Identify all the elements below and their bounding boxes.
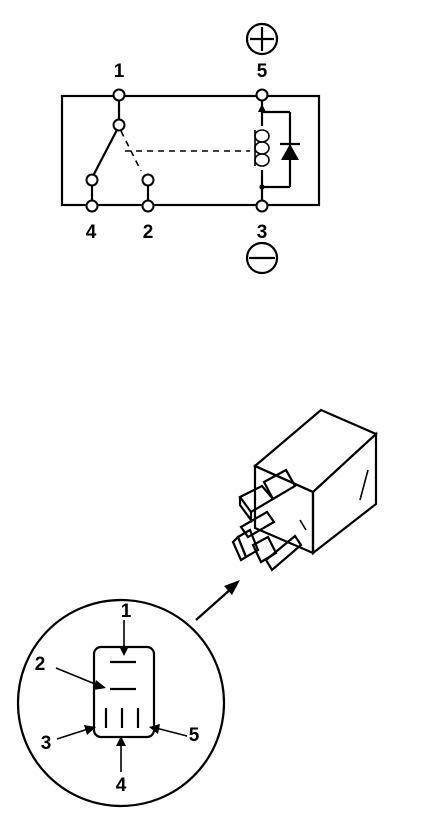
minus-circle-icon — [245, 241, 279, 275]
terminal-2-label: 2 — [143, 222, 154, 243]
pointer-arrow-icon — [195, 580, 240, 621]
relay-schematic: 1 5 4 2 3 — [60, 22, 321, 275]
pin-3-label: 3 — [41, 733, 52, 754]
switch-arm — [92, 125, 120, 177]
connector-face — [92, 645, 156, 739]
pin-1-label: 1 — [121, 601, 132, 622]
pin-5-label: 5 — [189, 725, 200, 746]
terminal-1-label: 1 — [114, 61, 125, 82]
contact-2-dot — [141, 173, 155, 187]
plus-circle-icon — [245, 22, 279, 56]
relay-housing — [60, 94, 321, 207]
contact-4-dot — [85, 173, 99, 187]
relay-pins — [231, 468, 303, 572]
terminal-3-label: 3 — [257, 222, 268, 243]
coil-arrow-icon — [258, 104, 266, 112]
coil-icon — [254, 129, 270, 167]
terminal-3-dot — [255, 199, 269, 213]
connector-detail: 1 2 3 4 5 — [16, 598, 226, 808]
relay-body — [231, 408, 378, 572]
terminal-2-dot — [141, 199, 155, 213]
terminal-4-dot — [85, 199, 99, 213]
terminal-4-label: 4 — [86, 222, 97, 243]
terminal-1-dot — [112, 88, 126, 102]
junction-dot — [259, 184, 265, 190]
pin-2-label: 2 — [35, 654, 46, 675]
terminal-5-dot — [255, 88, 269, 102]
detail-circle — [16, 598, 226, 808]
pin-4-label: 4 — [116, 775, 127, 796]
pivot-dot — [112, 118, 126, 132]
terminal-5-label: 5 — [257, 61, 268, 82]
diode-icon — [280, 142, 300, 160]
